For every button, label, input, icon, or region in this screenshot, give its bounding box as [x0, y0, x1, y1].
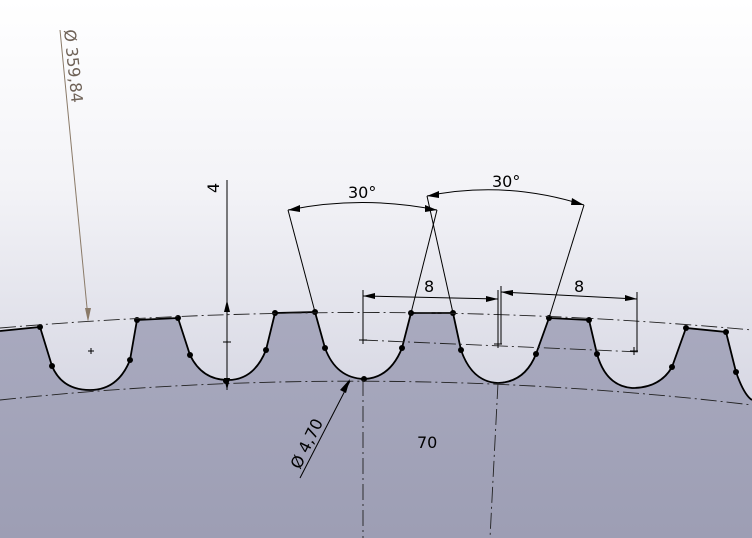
tooth-height-arrow-top	[224, 300, 230, 312]
sketch-point[interactable]	[37, 324, 43, 330]
sketch-point[interactable]	[723, 329, 729, 335]
angle-left-extension-1	[287, 209, 316, 313]
sketch-point[interactable]	[263, 347, 269, 353]
pitch-right-arrow-2	[625, 295, 637, 301]
sketch-point[interactable]	[594, 351, 600, 357]
tooth-height-dimension[interactable]: 4	[204, 183, 223, 193]
sketch-point[interactable]	[134, 317, 140, 323]
pulley-body	[0, 312, 752, 538]
sketch-point[interactable]	[127, 357, 133, 363]
pitch-dimension-left[interactable]: 8	[424, 277, 434, 296]
sketch-point[interactable]	[533, 351, 539, 357]
angle-right-arrow-1	[427, 191, 439, 198]
root-radius-leader	[299, 380, 351, 479]
tooth-height-arrow-bottom	[224, 378, 230, 390]
sketch-point[interactable]	[458, 347, 464, 353]
pitch-left-line	[362, 295, 499, 300]
sketch-point[interactable]	[322, 345, 328, 351]
sketch-point[interactable]	[669, 364, 675, 370]
pitch-right-arrow-1	[501, 290, 513, 296]
sketch-point[interactable]	[733, 369, 739, 375]
pitch-left-arrow-2	[486, 296, 498, 302]
sketch-point[interactable]	[187, 352, 193, 358]
pitch-right-line	[500, 291, 638, 300]
pitch-dimension-right[interactable]: 8	[574, 277, 584, 296]
root-circle-line	[0, 380, 752, 406]
angle-right-extension-1	[426, 195, 454, 314]
sketch-point[interactable]	[586, 317, 592, 323]
angle-right-extension-2	[548, 204, 585, 319]
tooth-count-label[interactable]: 70	[417, 433, 437, 452]
angle-left-arc	[287, 202, 438, 211]
sketch-point[interactable]	[49, 363, 55, 369]
pitch-circle-line	[0, 312, 752, 331]
angle-left-arrow-1	[288, 205, 300, 212]
angle-right-arc	[426, 189, 585, 206]
root-radius-arrowhead	[340, 379, 350, 393]
pitch-left-arrow-1	[363, 293, 375, 299]
angle-dimension-right[interactable]: 30°	[492, 172, 520, 191]
angle-right-arrow-2	[571, 198, 584, 205]
angle-left-arrow-2	[425, 205, 437, 212]
pitch-diameter-arrowhead	[85, 308, 91, 322]
sketch-point[interactable]	[683, 325, 689, 331]
angle-left-extension-2	[410, 209, 438, 314]
angle-dimension-left[interactable]: 30°	[348, 183, 376, 202]
sketch-point[interactable]	[175, 315, 181, 321]
sketch-point[interactable]	[399, 345, 405, 351]
tooth-center-line	[361, 339, 641, 353]
pitch-diameter-leader	[59, 29, 89, 319]
sketch-point[interactable]	[361, 376, 367, 382]
